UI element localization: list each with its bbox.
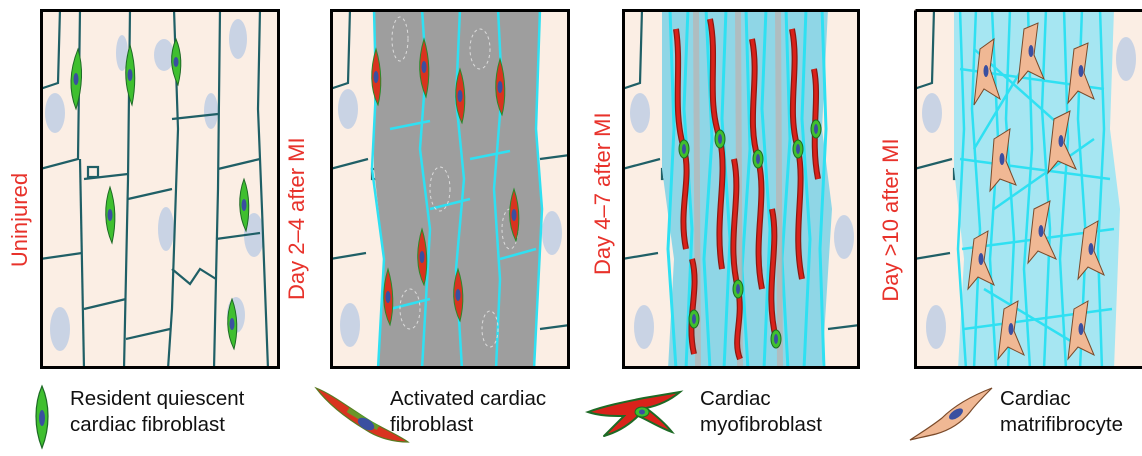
panel-day-4-7 [622,9,860,369]
panel-day-2-4 [330,9,570,369]
activated-fibroblast-icon [312,384,412,446]
panel-uninjured [40,9,280,369]
legend-quiescent-fibroblast: Resident quiescent cardiac fibroblast [70,386,244,438]
legend-activated-fibroblast: Activated cardiac fibroblast [390,386,546,438]
stage-label-day-4-7: Day 4–7 after MI [590,112,615,275]
stage-label-uninjured: Uninjured [7,172,32,268]
quiescent-fibroblast-icon [30,384,54,450]
stage-label-day-2-4: Day 2–4 after MI [284,137,309,300]
legend-line-1: Resident quiescent [70,387,245,410]
panel-day-10 [914,9,1142,369]
legend-line-2: cardiac fibroblast [70,413,225,436]
legend-line-1: Cardiac [1000,387,1071,410]
legend-matrifibrocyte: Cardiac matrifibrocyte [1000,386,1123,438]
legend-line-1: Cardiac [700,387,771,410]
matrifibrocyte-icon [906,384,996,444]
legend-line-2: matrifibrocyte [1000,413,1124,436]
stage-label-day-10: Day >10 after MI [878,138,903,302]
legend-line-1: Activated cardiac [390,387,547,410]
legend-myofibroblast: Cardiac myofibroblast [700,386,822,438]
legend-line-2: myofibroblast [700,413,822,436]
legend-line-2: fibroblast [390,413,474,436]
myofibroblast-icon [584,388,684,440]
